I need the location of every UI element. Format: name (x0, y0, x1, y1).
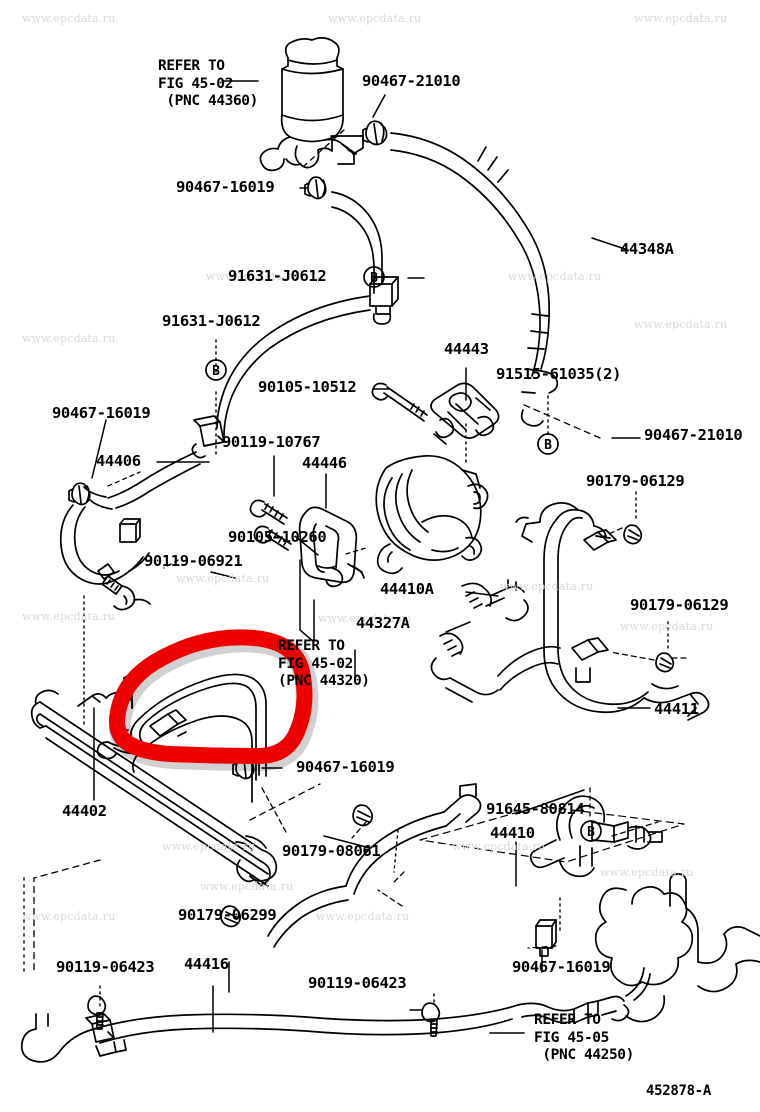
watermark: www.epcdata.ru (22, 332, 116, 345)
watermark: www.epcdata.ru (22, 12, 116, 25)
watermark: www.epcdata.ru (500, 580, 594, 593)
part-label-44348A[interactable]: 44348A (620, 240, 674, 258)
part-label-90467-16019-center[interactable]: 90467-16019 (296, 758, 395, 776)
ref-line-2: FIG 45-05 (534, 1029, 609, 1046)
watermark: www.epcdata.ru (176, 572, 270, 585)
part-label-90179-08061[interactable]: 90179-08061 (282, 842, 381, 860)
part-label-44411[interactable]: 44411 (654, 700, 699, 718)
ref-line-3: (PNC 44250) (542, 1047, 634, 1064)
watermark: www.epcdata.ru (620, 620, 714, 633)
watermark: www.epcdata.ru (452, 840, 546, 853)
reference-note-bottom-right: REFER TO FIG 45-05 (PNC 44250) (534, 1012, 634, 1065)
part-label-90179-06129-upper[interactable]: 90179-06129 (586, 472, 685, 490)
part-label-90105-10512[interactable]: 90105-10512 (258, 378, 357, 396)
ref-line-1: REFER TO (278, 638, 345, 654)
reference-note-top-left: REFER TO FIG 45-02 (PNC 44360) (158, 58, 258, 111)
part-label-90179-06129-lower[interactable]: 90179-06129 (630, 596, 729, 614)
ref-line-3: (PNC 44320) (278, 673, 370, 690)
watermark: www.epcdata.ru (200, 880, 294, 893)
callout-marker-b: B (212, 364, 220, 379)
part-label-44406[interactable]: 44406 (96, 452, 141, 470)
callout-marker-b: B (370, 271, 378, 286)
part-label-44416[interactable]: 44416 (184, 955, 229, 973)
watermark: www.epcdata.ru (22, 610, 116, 623)
red-highlight-annotation (109, 629, 319, 771)
watermark: www.epcdata.ru (206, 270, 300, 283)
callout-marker-b: B (587, 825, 595, 840)
part-label-91515-61035[interactable]: 91515-61035(2) (496, 365, 622, 383)
part-label-91631-J0612-lower[interactable]: 91631-J0612 (162, 312, 261, 330)
part-label-90105-10260[interactable]: 90105-10260 (228, 528, 327, 546)
part-label-44327A[interactable]: 44327A (356, 614, 410, 632)
part-label-90467-16019-bottom[interactable]: 90467-16019 (512, 958, 611, 976)
watermark: www.epcdata.ru (328, 12, 422, 25)
part-label-90467-16019-upper[interactable]: 90467-16019 (176, 178, 275, 196)
part-label-90119-06423-right[interactable]: 90119-06423 (308, 974, 407, 992)
part-label-44410[interactable]: 44410 (490, 824, 535, 842)
diagram-id-code: 452878-A (646, 1083, 712, 1099)
part-label-90119-10767[interactable]: 90119-10767 (222, 433, 321, 451)
part-label-91645-80814[interactable]: 91645-80814 (486, 800, 585, 818)
part-label-90467-21010-top[interactable]: 90467-21010 (362, 72, 461, 90)
watermark: www.epcdata.ru (634, 318, 728, 331)
watermark: www.epcdata.ru (318, 612, 412, 625)
reference-note-center: REFER TO FIG 45-02 (PNC 44320) (278, 638, 370, 691)
part-label-44410A[interactable]: 44410A (380, 580, 434, 598)
watermark: www.epcdata.ru (508, 270, 602, 283)
ref-line-2: FIG 45-02 (278, 655, 353, 672)
watermark: www.epcdata.ru (162, 840, 256, 853)
ref-line-1: REFER TO (534, 1012, 601, 1028)
part-label-91631-J0612-upper[interactable]: 91631-J0612 (228, 267, 327, 285)
ref-line-1: REFER TO (158, 58, 225, 74)
callout-marker-b: B (544, 438, 552, 453)
part-label-44446[interactable]: 44446 (302, 454, 347, 472)
watermark: www.epcdata.ru (22, 910, 116, 923)
part-label-90119-06921[interactable]: 90119-06921 (144, 552, 243, 570)
part-label-90467-21010-right[interactable]: 90467-21010 (644, 426, 743, 444)
part-label-44402[interactable]: 44402 (62, 802, 107, 820)
ref-line-3: (PNC 44360) (166, 93, 258, 110)
ref-line-2: FIG 45-02 (158, 75, 233, 92)
part-label-90179-06299[interactable]: 90179-06299 (178, 906, 277, 924)
part-label-44443[interactable]: 44443 (444, 340, 489, 358)
part-label-90467-16019-left[interactable]: 90467-16019 (52, 404, 151, 422)
watermark: www.epcdata.ru (600, 866, 694, 879)
part-label-90119-06423-left[interactable]: 90119-06423 (56, 958, 155, 976)
watermark: www.epcdata.ru (634, 12, 728, 25)
watermark: www.epcdata.ru (316, 910, 410, 923)
